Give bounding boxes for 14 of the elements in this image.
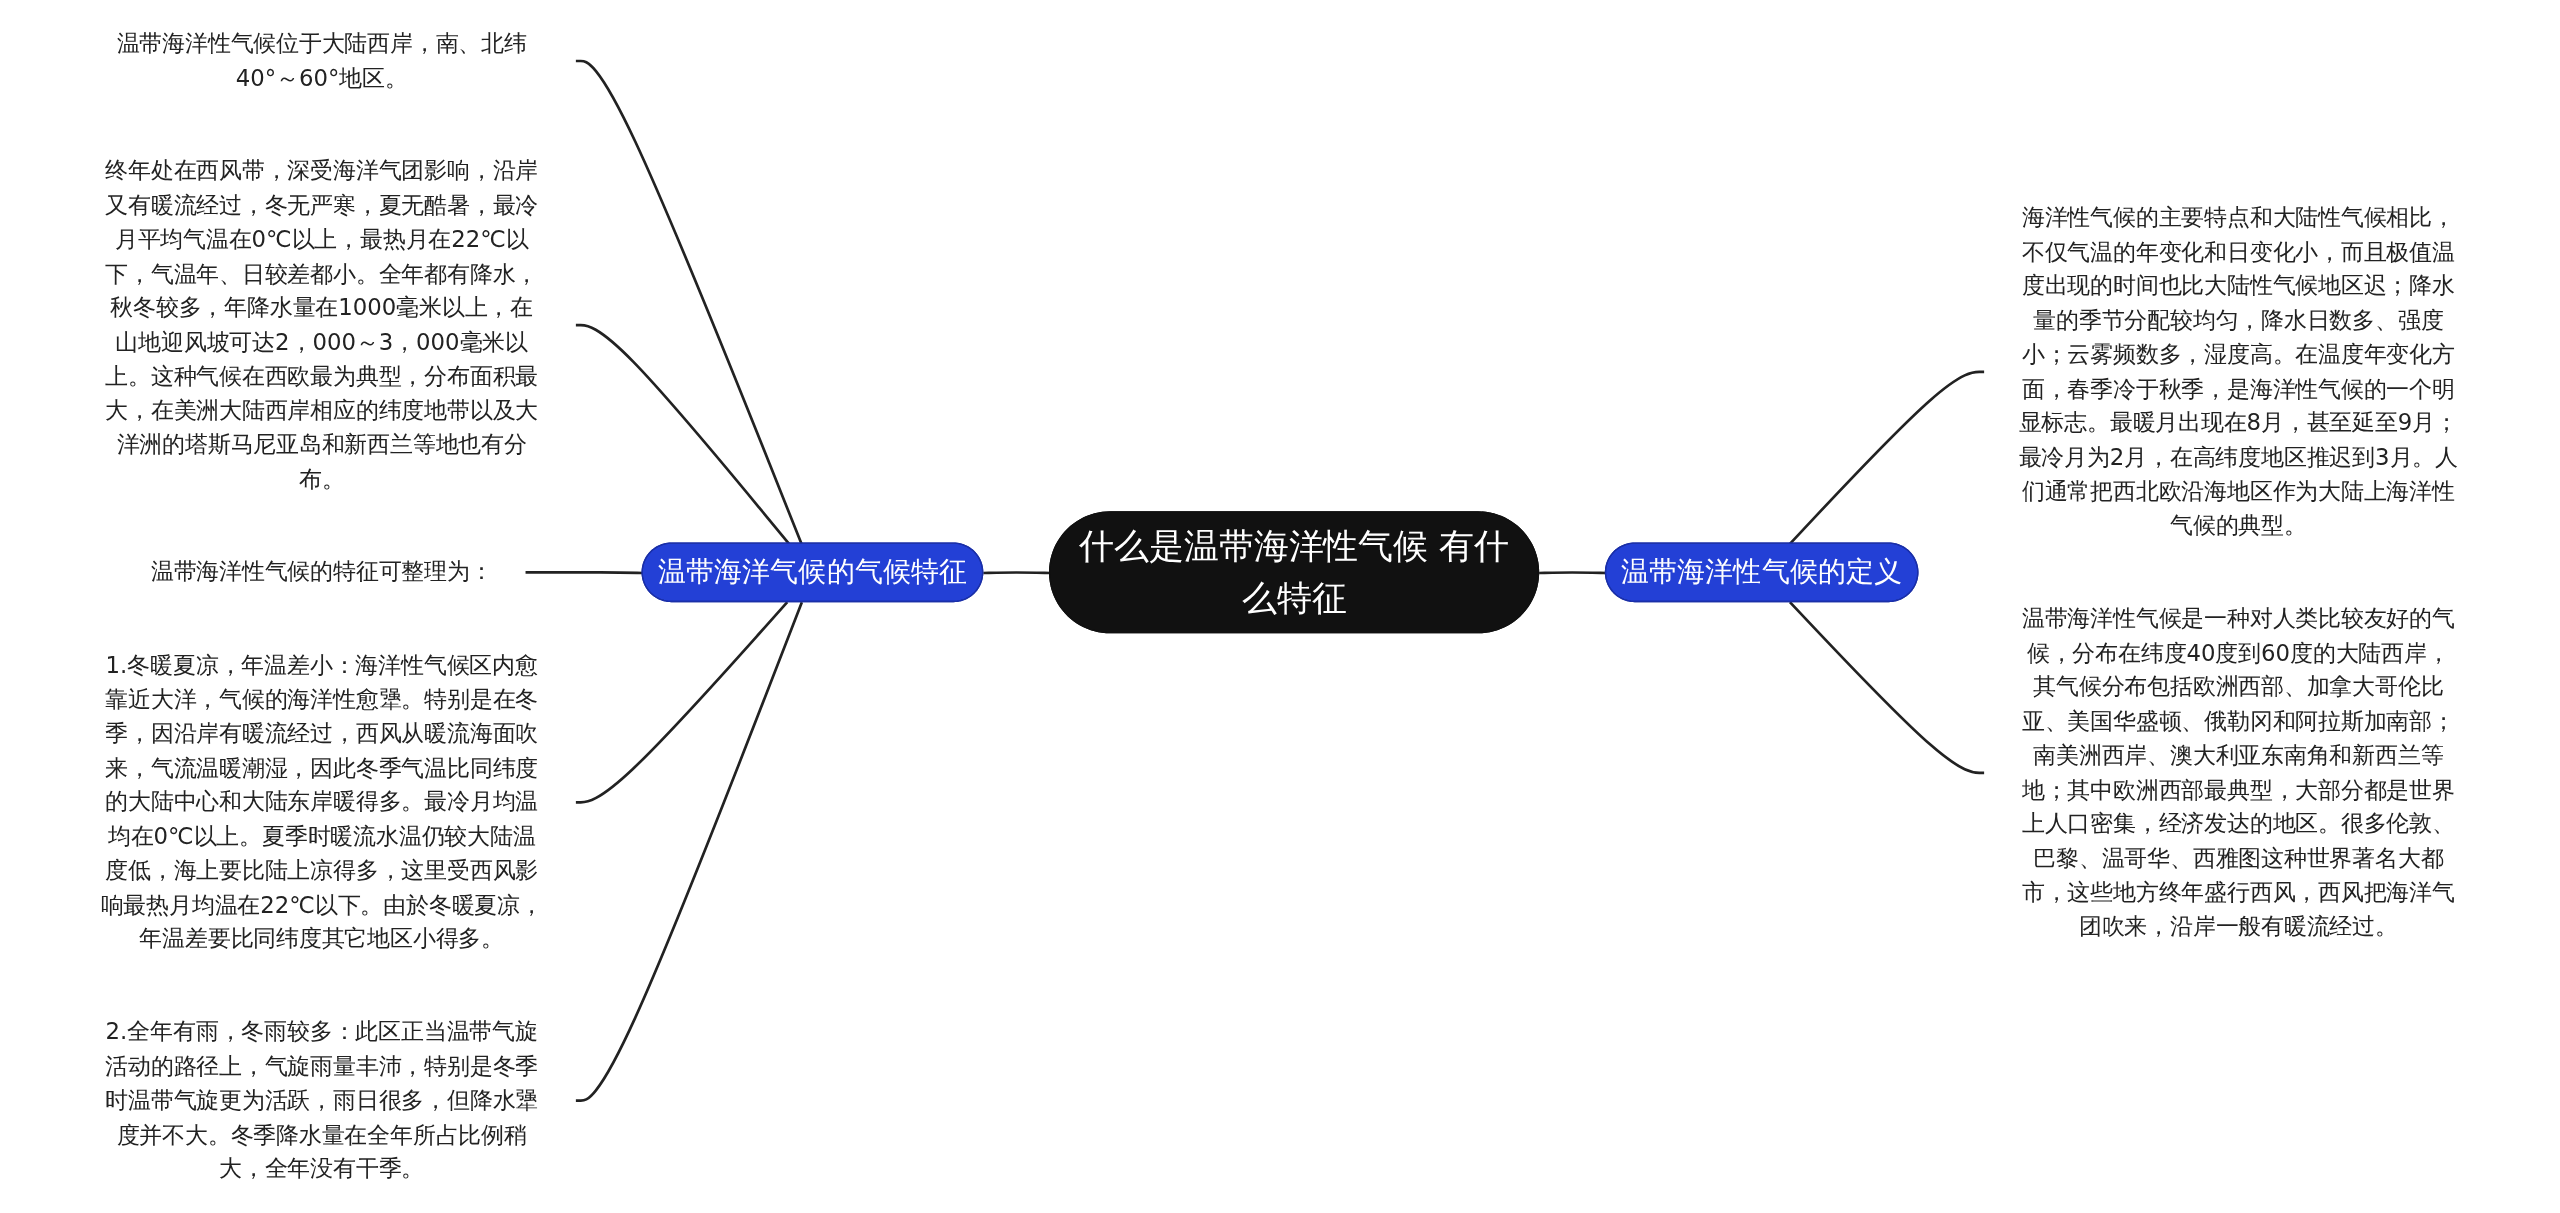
node-text: 1.冬暖夏凉，年温差小：海洋性气候区内愈靠近大洋，气候的海洋性愈犟。特别是在冬季，因沿岸有暖流经过，西风从暖流海面吹来，气流温暖潮湿，因此冬季气温比同纬度的大陆中心和大陆东岸暖得多。最冷月均温均在0℃以上。夏季时暖流水温仍较大陆温度低，海上要比陆上凉得多，这里受西风影响最热月均温在22℃以下。由於冬暖夏凉，年温差要比同纬度其它地区小得多。 [100,651,543,952]
connector [575,601,789,804]
connector [524,570,643,575]
connector [1788,370,1985,545]
node-text: 2.全年有雨，冬雨较多：此区正当温带气旋活动的路径上，气旋雨量丰沛，特别是冬季时温带气旋更为活跃，雨日很多，但降水犟度并不大。冬季降水量在全年所占比例稍大，全年没有干季。 [105,1017,539,1182]
connector [1788,601,1985,775]
connector [575,323,791,545]
node-text: 温带海洋性气候是一种对人类比较友好的气候，分布在纬度40度到60度的大陆西岸，其气候分布包括欧洲西部、加拿大哥伦比亚、美国华盛顿、俄勒冈和阿拉斯加南部；南美洲西岸、澳大利亚东南角和新西兰等地；其中欧洲西部最典型，大部分都是世界上人口密集，经济发达的地区。很多伦敦、巴黎、温哥华、西雅图这种世界著名大都市，这些地方终年盛行西风，西风把海洋气团吹来，沿岸一般有暖流经过。 [2021,604,2455,940]
node-text: 温带海洋性气候位于大陆西岸，南、北纬40°～60°地区。 [116,29,527,91]
connector [575,59,803,545]
node-text: 温带海洋性气候的特征可整理为： [150,557,493,585]
node-text: 终年处在西风带，深受海洋气团影响，沿岸又有暖流经过，冬无严寒，夏无酷暑，最冷月平均气温在0℃以上，最热月在22℃以下，气温年、日较差都小。全年都有降水，秋冬较多，年降水量在1000毫米以上，在山地迎风坡可达2，000～3，000毫米以上。这种气候在西欧最为典型，分布面积最大，在美洲大陆西岸相应的纬度地带以及大洋洲的塔斯马尼亚岛和新西兰等地也有分布。 [105,156,539,492]
node-text: 海洋性气候的主要特点和大陆性气候相比，不仅气温的年变化和日变化小，而且极值温度出现的时间也比大陆性气候地区迟；降水量的季节分配较均匀，降水日数多、强度小；云雾频数多，湿度高。在温度年变化方面，春季冷于秋季，是海洋性气候的一个明显标志。最暖月出现在8月，甚至延至9月；最冷月为2月，在高纬度地区推迟到3月。人们通常把西北欧沿海地区作为大陆上海洋性气候的典型。 [2018,203,2458,539]
connector [575,601,804,1103]
